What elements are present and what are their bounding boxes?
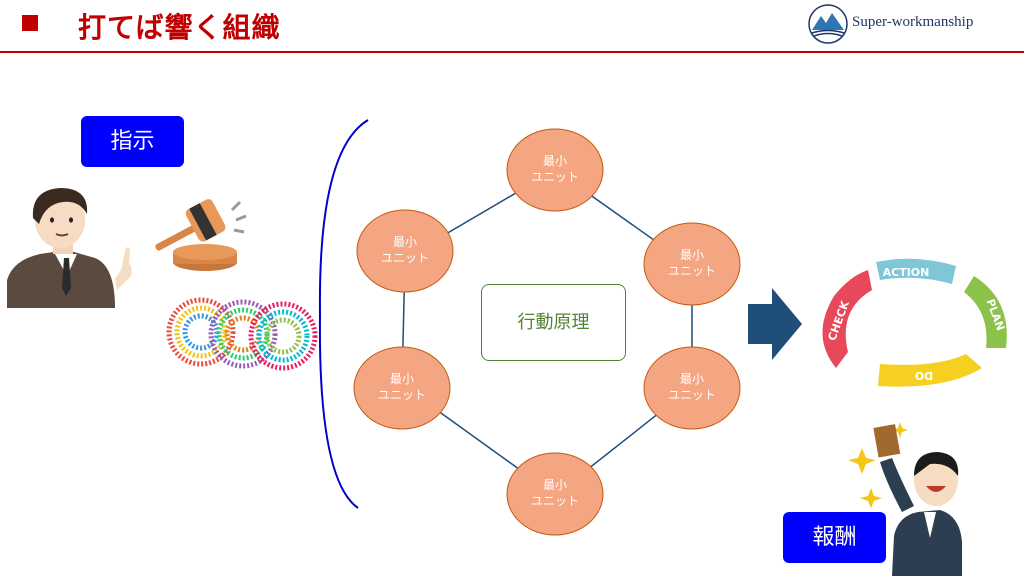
svg-text:最小: 最小: [393, 235, 417, 249]
instruction-label: 指示: [81, 116, 184, 167]
action-principle-box: 行動原理: [481, 284, 626, 361]
header: 打てば響く組織 Super-workmanship: [0, 0, 1024, 53]
logo-text: Super-workmanship: [852, 14, 974, 30]
svg-text:ACTION: ACTION: [883, 266, 930, 279]
unit-node-bottom: 最小 ユニット: [506, 452, 604, 536]
header-divider: [0, 51, 1024, 53]
rainbow-spiral-icon: [166, 297, 318, 371]
page-title: 打てば響く組織: [78, 11, 281, 44]
title-square-icon: [22, 15, 38, 31]
businessman-pointing-icon: [7, 188, 132, 308]
svg-text:DO: DO: [915, 369, 933, 382]
svg-text:最小: 最小: [390, 372, 414, 386]
svg-text:ユニット: ユニット: [668, 388, 716, 402]
svg-text:ユニット: ユニット: [531, 170, 579, 184]
happy-man-reward-icon: [848, 422, 962, 576]
unit-node-lower-right: 最小 ユニット: [643, 346, 741, 430]
left-bracket: [318, 119, 369, 509]
svg-text:最小: 最小: [680, 372, 704, 386]
svg-text:ユニット: ユニット: [378, 388, 426, 402]
pdca-cycle-icon: ACTION PLAN DO CHECK: [822, 258, 1007, 387]
svg-text:最小: 最小: [680, 248, 704, 262]
reward-label: 報酬: [783, 512, 886, 563]
mountain-logo-icon: [808, 4, 848, 44]
logo: Super-workmanship: [808, 4, 1018, 44]
svg-text:最小: 最小: [543, 154, 567, 168]
right-arrow-icon: [748, 288, 802, 360]
svg-text:ユニット: ユニット: [531, 494, 579, 508]
unit-node-top: 最小 ユニット: [506, 128, 604, 212]
unit-node-upper-right: 最小 ユニット: [643, 222, 741, 306]
svg-text:最小: 最小: [543, 478, 567, 492]
svg-text:ユニット: ユニット: [381, 251, 429, 265]
svg-text:ユニット: ユニット: [668, 264, 716, 278]
gavel-icon: [155, 199, 247, 271]
unit-node-lower-left: 最小 ユニット: [353, 346, 451, 430]
unit-node-upper-left: 最小 ユニット: [356, 209, 454, 293]
